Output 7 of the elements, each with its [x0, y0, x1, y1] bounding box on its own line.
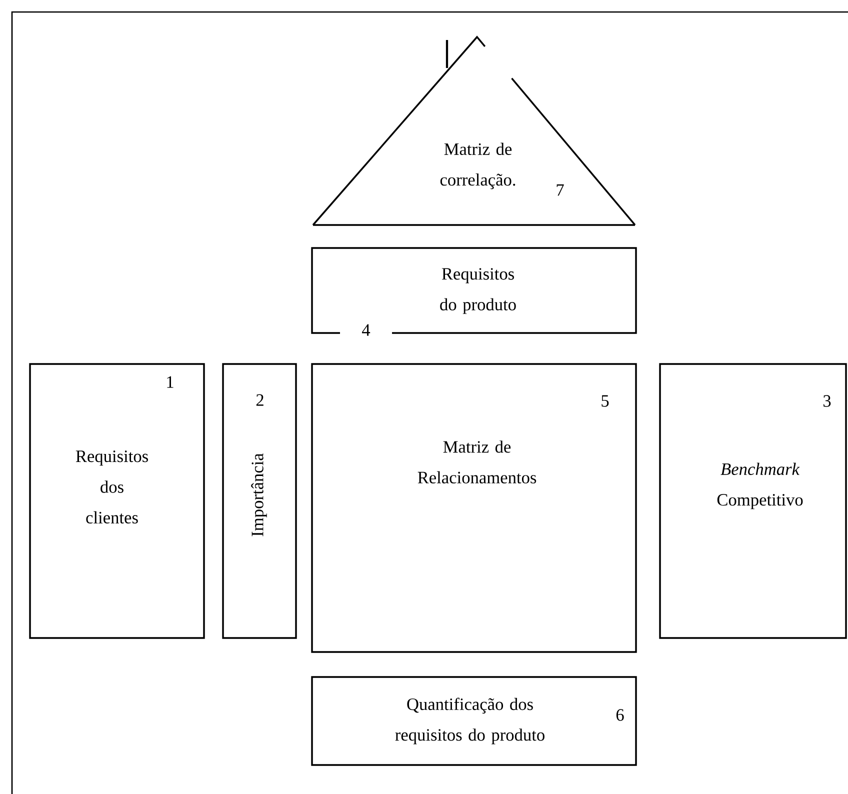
benchmark-box: 3 Benchmark Competitivo [659, 363, 847, 639]
requirements-box: 1 Requisitos dos clientes [29, 363, 205, 639]
roof-triangle: Matriz de correlação. 7 [312, 36, 636, 226]
product-requirements-box: Requisitos do produto 4 [311, 247, 637, 338]
importance-column: 2 Importância [222, 363, 297, 639]
relationship-matrix-box: 5 Matriz de Relacionamentos [311, 363, 637, 653]
quantification-box: Quantificação dos requisitos do produto 6 [311, 676, 637, 766]
